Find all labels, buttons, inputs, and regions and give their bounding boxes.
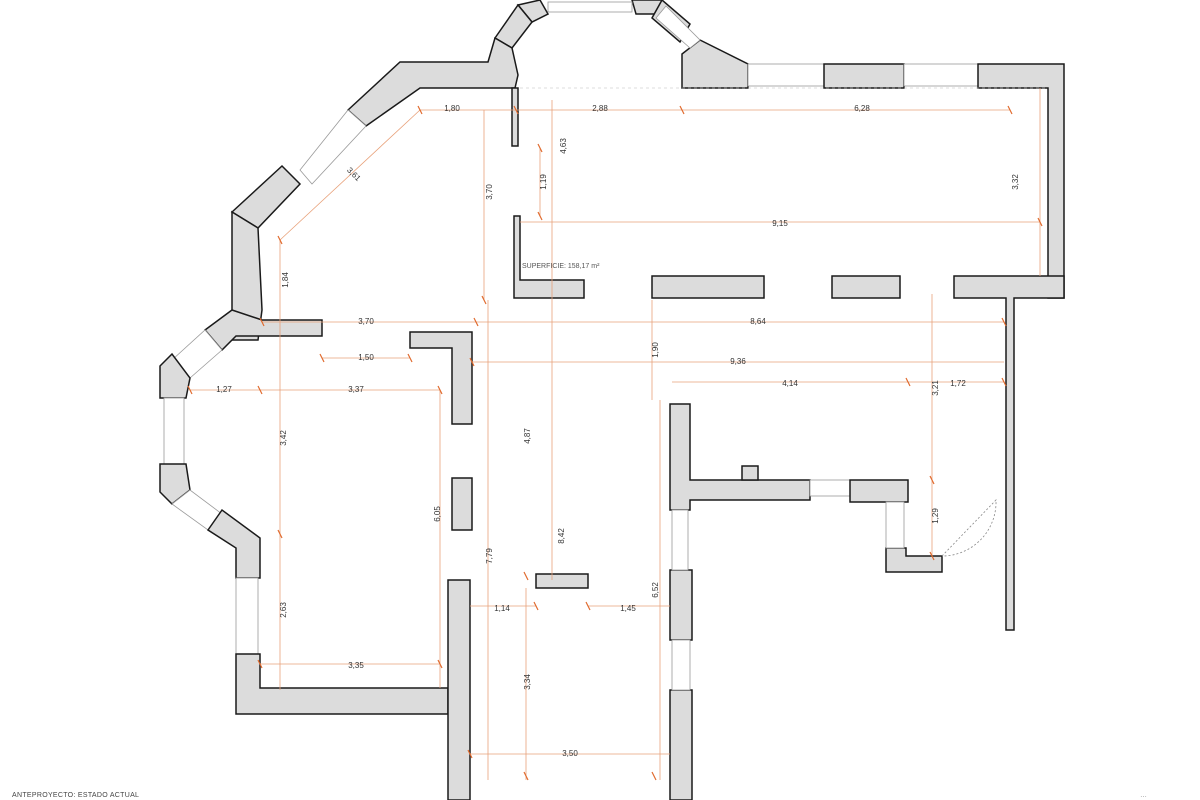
sheet-footer-right: … [1140,792,1147,799]
dim-1-50: 1,50 [358,353,374,362]
wall-left-bottom [235,653,449,715]
window-top-4 [903,63,979,87]
dim-3-34: 3,34 [523,674,532,690]
dimension-ticks [187,105,1043,781]
wall-partition-2 [831,275,901,299]
wall-top-right-corner [977,63,1065,299]
wall-stub-top [511,87,519,147]
window-diagonal-1 [299,109,367,185]
wall-central-column [409,331,473,425]
dim-3-50: 3,50 [562,749,578,758]
window-bay-2 [163,397,185,465]
walls [159,0,1065,800]
dim-3-42: 3,42 [279,430,288,446]
dim-2-63: 2,63 [279,602,288,618]
dim-3-37: 3,37 [348,385,364,394]
dim-1-72: 1,72 [950,379,966,388]
dim-9-15: 9,15 [772,219,788,228]
dim-2-88: 2,88 [592,104,608,113]
wall-left-corner [203,309,323,352]
wall-top-segment-1 [823,63,905,89]
wall-partition-1 [651,275,765,299]
wall-bay-right [681,39,749,89]
dim-6-28: 6,28 [854,104,870,113]
wall-central-l [513,215,585,299]
dim-3-32: 3,32 [1011,174,1020,190]
wall-lower-right-2 [669,689,693,800]
dim-1-29: 1,29 [931,508,940,524]
dim-7-79: 7,79 [485,548,494,564]
wall-bay-left-top [159,352,191,399]
wall-right-block [669,403,811,511]
window-right-2 [885,501,905,549]
wall-right-segment [849,479,909,503]
wall-chimney [741,465,759,481]
dim-9-36: 9,36 [730,357,746,366]
wall-bay-left-diag [206,508,261,579]
dim-8-42: 8,42 [557,528,566,544]
window-top-1 [547,1,633,13]
window-top-2 [655,5,701,49]
wall-lower-left [447,579,471,800]
area-label: SUPERFICIE: 158,17 m² [522,263,600,270]
dim-3-35: 3,35 [348,661,364,670]
window-lower [671,639,691,691]
dim-1-45: 1,45 [620,604,636,613]
dim-1-80: 1,80 [444,104,460,113]
dim-1-27: 1,27 [216,385,232,394]
wall-pillar-2 [535,573,589,589]
dim-3-21: 3,21 [931,380,940,396]
window-right-3 [671,509,689,571]
window-left-lower [235,577,259,655]
sheet-title: ANTEPROYECTO: ESTADO ACTUAL [12,792,140,799]
dim-1-90: 1,90 [651,342,660,358]
dim-4-14: 4,14 [782,379,798,388]
door-swing [941,499,997,557]
wall-pillar-1 [451,477,473,531]
dim-4-63: 4,63 [559,138,568,154]
wall-upper-diagonal [346,36,519,127]
window-top-3 [747,63,825,87]
dim-1-84: 1,84 [281,272,290,288]
wall-lower-right [669,569,693,641]
dim-4-87: 4,87 [523,428,532,444]
dim-6-52: 6,52 [651,582,660,598]
dim-3-61: 3,61 [345,166,363,184]
wall-right-t [953,275,1065,631]
dim-6-05: 6,05 [433,506,442,522]
dim-1-14: 1,14 [494,604,510,613]
window-right-1 [809,479,851,497]
dim-1-19: 1,19 [539,174,548,190]
dimension-lines [190,88,1041,780]
dim-3-70-v: 3,70 [485,184,494,200]
dim-3-70-h: 3,70 [358,317,374,326]
dimension-labels: 1,80 2,88 6,28 4,63 3,61 3,70 1,19 3,32 … [216,104,1020,758]
dim-8-64: 8,64 [750,317,766,326]
